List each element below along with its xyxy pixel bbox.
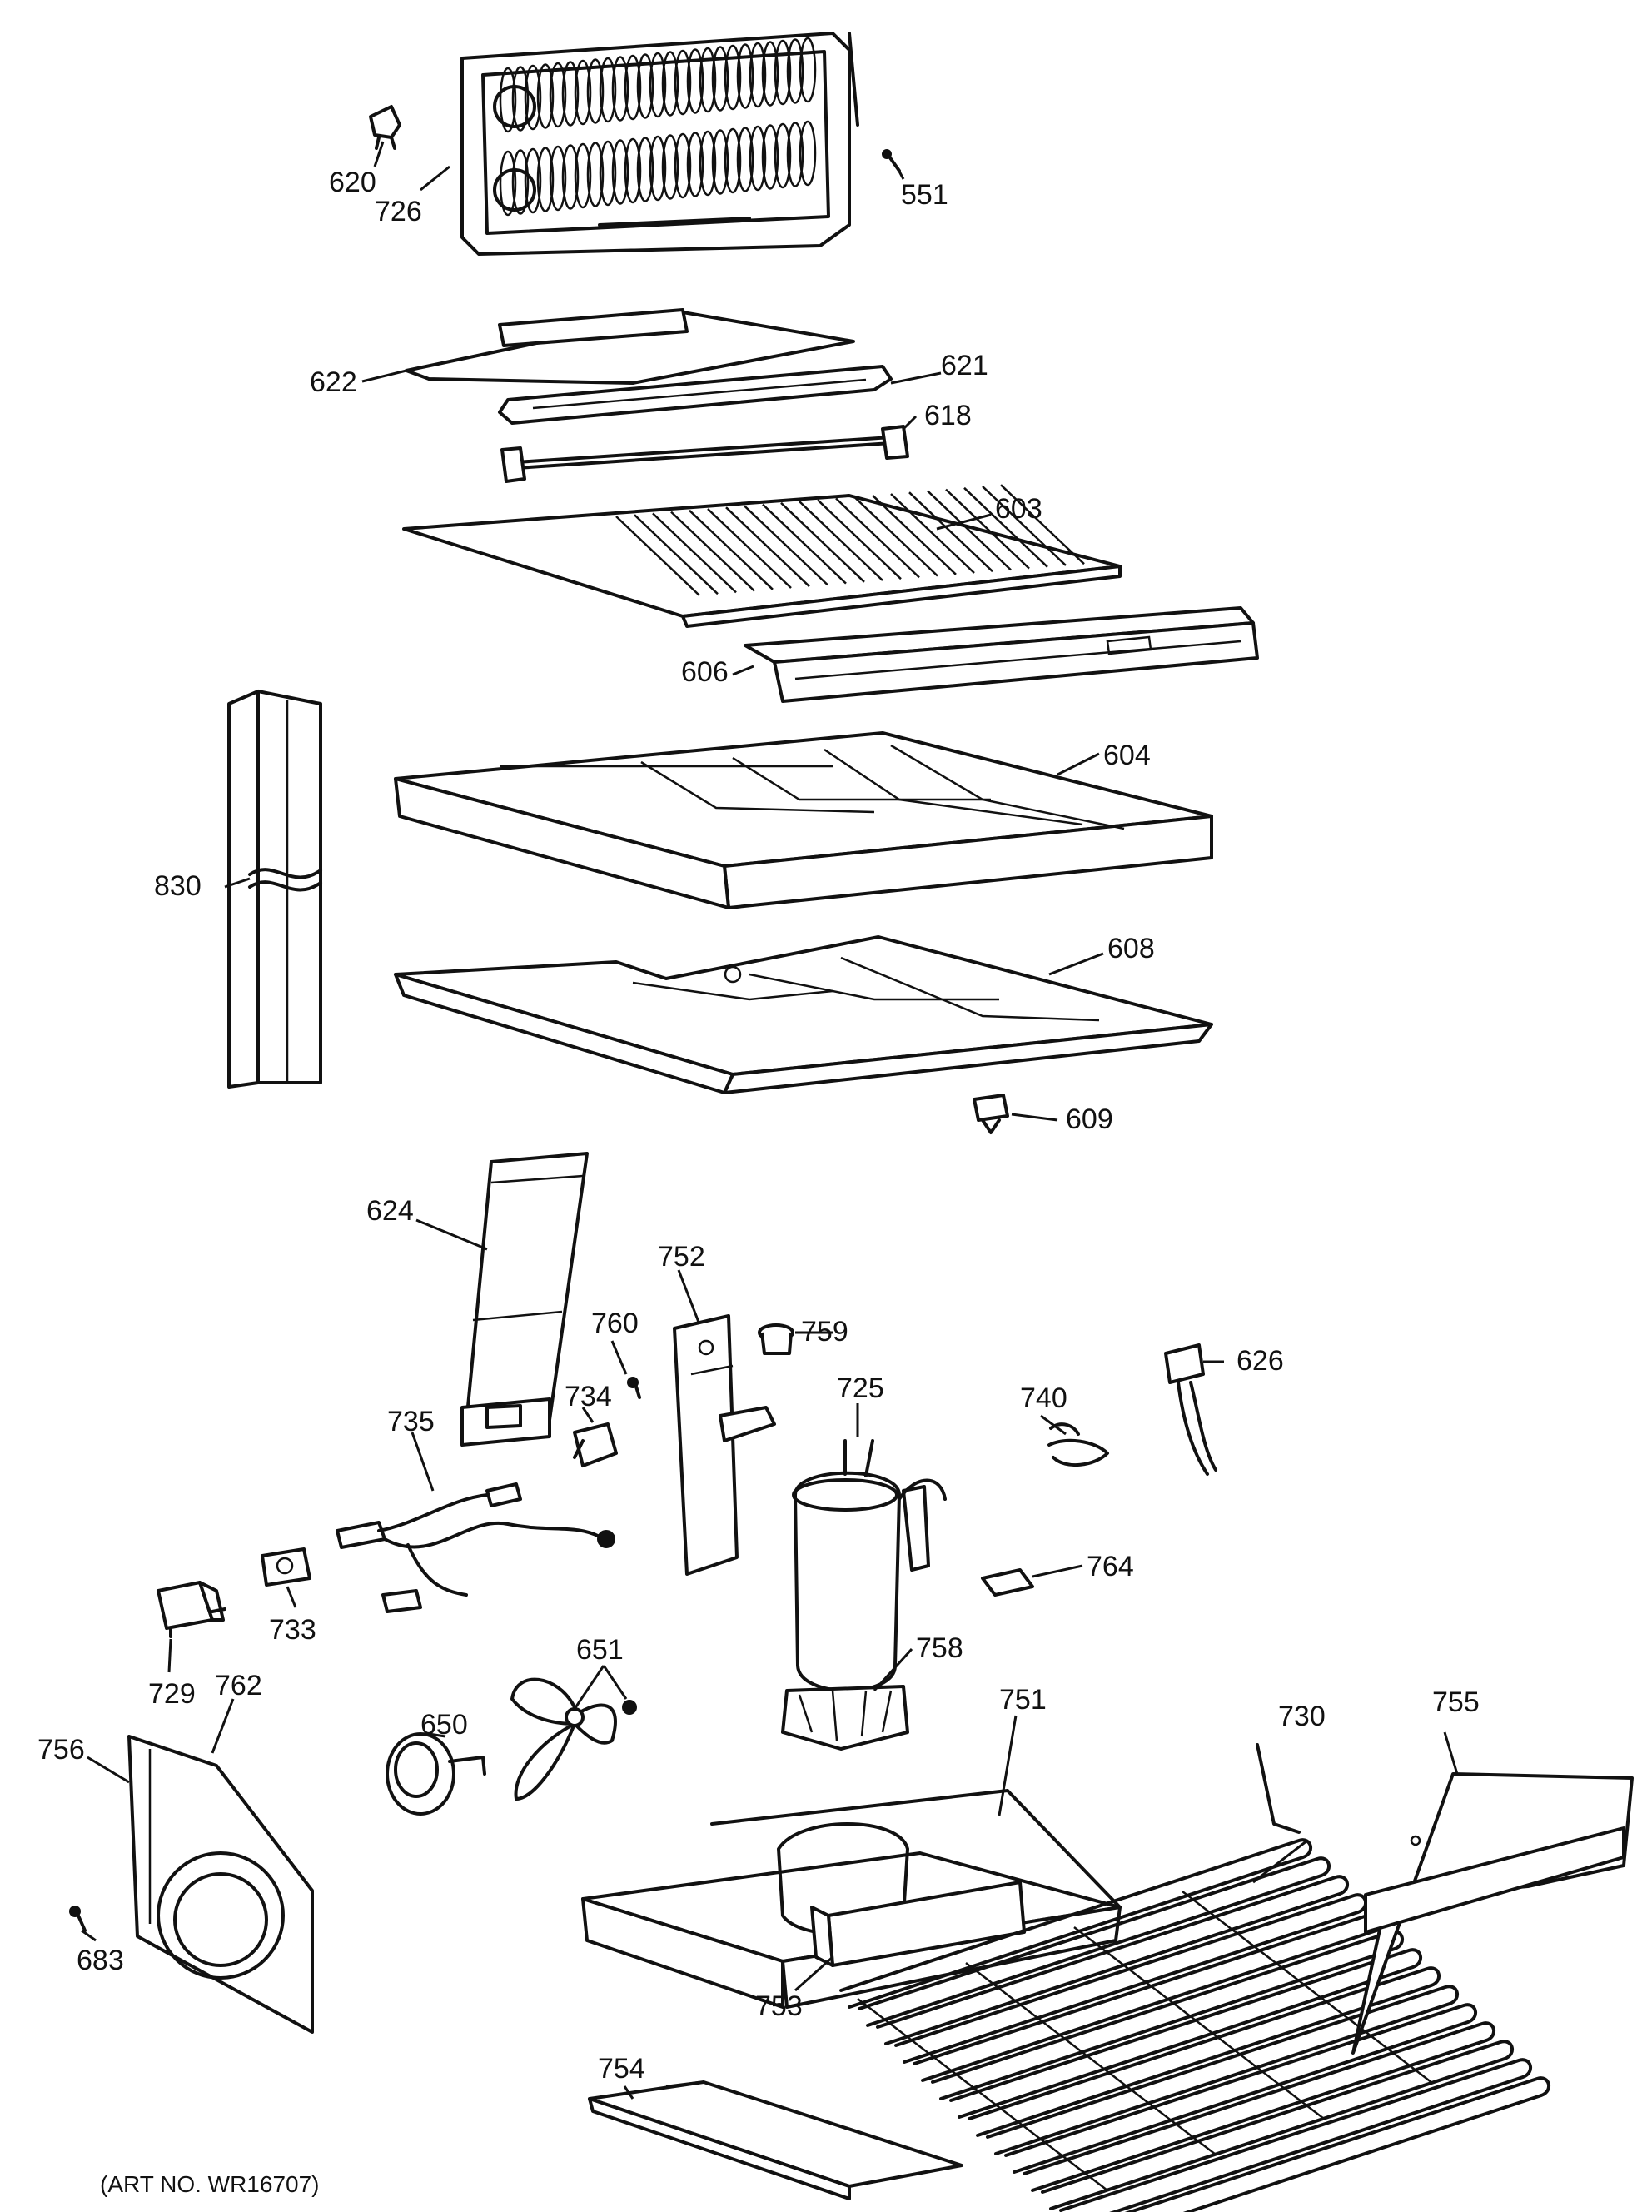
fan-blade-651[interactable] <box>510 1677 637 1801</box>
leader-lines <box>81 141 1459 2100</box>
defrost-heater-618[interactable] <box>500 425 909 483</box>
evaporator-coil-726 <box>460 32 859 256</box>
fan-motor-650[interactable] <box>386 1732 486 1816</box>
air-duct-606[interactable] <box>744 606 1259 703</box>
callout-734: 734 <box>565 1381 612 1412</box>
callout-754: 754 <box>598 2053 645 2085</box>
clip-740[interactable] <box>1047 1422 1109 1467</box>
callout-603: 603 <box>995 493 1042 525</box>
callout-621: 621 <box>941 350 988 381</box>
cover-plate-622[interactable] <box>405 308 855 385</box>
callout-626: 626 <box>1237 1345 1284 1377</box>
callout-725: 725 <box>837 1373 884 1404</box>
heater-bracket-621[interactable] <box>498 365 893 425</box>
clip-609[interactable] <box>973 1094 1009 1134</box>
callout-labels: 620 726 551 622 621 618 603 606 604 830 … <box>37 167 1480 2197</box>
callout-762: 762 <box>215 1670 262 1701</box>
callout-752: 752 <box>658 1241 705 1273</box>
callout-730: 730 <box>1278 1701 1326 1732</box>
callout-756: 756 <box>37 1734 85 1766</box>
callout-650: 650 <box>420 1709 468 1741</box>
art-number-caption: (ART NO. WR16707) <box>100 2171 319 2197</box>
callout-760: 760 <box>591 1308 639 1339</box>
callout-651: 651 <box>576 1634 624 1666</box>
cover-754[interactable] <box>588 2080 963 2200</box>
capacitor-729[interactable] <box>157 1581 226 1638</box>
clip-764[interactable] <box>981 1568 1034 1597</box>
callout-606: 606 <box>681 656 729 688</box>
compressor-mount-758[interactable] <box>781 1685 909 1751</box>
channel-830[interactable] <box>227 690 322 1089</box>
callout-622: 622 <box>310 366 357 398</box>
callout-753: 753 <box>755 1990 803 2022</box>
callout-735: 735 <box>387 1406 435 1437</box>
relay-734[interactable] <box>573 1422 618 1467</box>
wire-harness-735[interactable] <box>336 1482 615 1613</box>
callout-604: 604 <box>1103 740 1151 771</box>
callout-755: 755 <box>1432 1686 1480 1718</box>
base-751[interactable] <box>581 1789 1122 2009</box>
screw-551[interactable] <box>882 149 901 172</box>
freezer-floor-604[interactable] <box>394 731 1213 909</box>
callout-751: 751 <box>999 1684 1047 1716</box>
callout-609: 609 <box>1066 1104 1113 1135</box>
baffle-624[interactable] <box>460 1152 589 1447</box>
callout-758: 758 <box>916 1632 963 1664</box>
callout-618: 618 <box>924 400 972 431</box>
callout-740: 740 <box>1020 1382 1067 1414</box>
overload-733[interactable] <box>261 1547 311 1587</box>
bracket-752[interactable] <box>673 1314 776 1576</box>
callout-624: 624 <box>366 1195 414 1227</box>
screw-683[interactable] <box>69 1906 87 1932</box>
callout-608: 608 <box>1107 933 1155 964</box>
grommet-759[interactable] <box>758 1323 794 1355</box>
callout-733: 733 <box>269 1614 316 1646</box>
cover-755[interactable] <box>1351 1772 1634 2055</box>
screw-760[interactable] <box>627 1377 641 1399</box>
callout-683: 683 <box>77 1945 124 1976</box>
fresh-food-floor-608[interactable] <box>394 935 1213 1094</box>
callout-759: 759 <box>801 1316 848 1348</box>
callout-620: 620 <box>329 167 376 198</box>
evaporator-cover-603[interactable] <box>402 484 1122 628</box>
thermostat-626[interactable] <box>1164 1343 1217 1476</box>
callout-729: 729 <box>148 1678 196 1710</box>
callout-551: 551 <box>901 179 948 211</box>
callout-726: 726 <box>375 196 422 227</box>
compressor-725[interactable] <box>792 1439 947 1692</box>
callout-830: 830 <box>154 870 202 902</box>
callout-764: 764 <box>1087 1551 1134 1582</box>
fan-shroud-756[interactable] <box>127 1735 314 2034</box>
clip-620[interactable] <box>369 105 401 150</box>
